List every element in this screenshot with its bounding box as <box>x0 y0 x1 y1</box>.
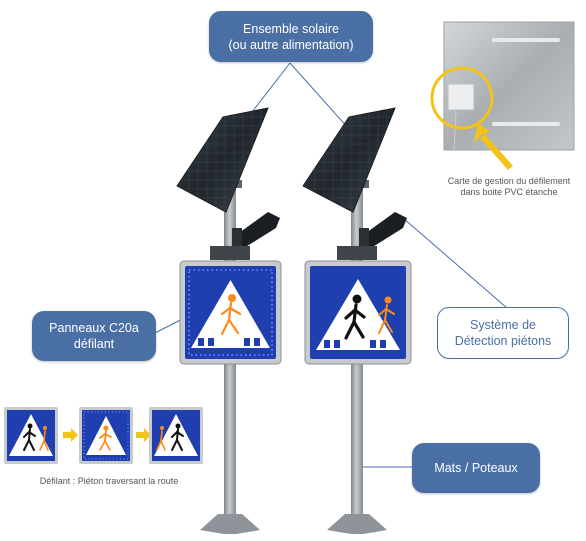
left-pole-base <box>200 514 260 534</box>
left-detector <box>232 212 280 248</box>
sequence-arrow-1 <box>63 428 78 442</box>
caption-card: Carte de gestion du défilement dans boit… <box>432 176 586 198</box>
callout-panels-line2: défilant <box>73 337 115 351</box>
card-photo-inset <box>430 21 575 170</box>
connector-detection <box>402 217 508 309</box>
callout-poles-label: Mats / Poteaux <box>434 461 518 475</box>
scroll-sequence <box>4 407 203 464</box>
highlight-arrow-icon <box>474 123 513 170</box>
callout-panels-line1: Panneaux C20a <box>49 321 139 335</box>
right-pole-base <box>327 514 387 534</box>
callout-detection-line1: Système de <box>469 318 536 332</box>
left-sign-led-border <box>188 269 273 356</box>
right-led-pedestrian-icon <box>378 296 395 334</box>
highlight-circle <box>430 66 494 130</box>
sequence-frame-2 <box>79 407 133 464</box>
left-pole-assembly <box>176 107 282 534</box>
callout-solar: Ensemble solaire (ou autre alimentation) <box>209 11 373 62</box>
right-pole-assembly <box>302 107 412 534</box>
caption-scroll: Défilant : Piéton traversant la route <box>14 476 204 487</box>
caption-card-line2: dans boite PVC étanche <box>460 187 558 197</box>
caption-scroll-text: Défilant : Piéton traversant la route <box>39 476 179 486</box>
right-black-pedestrian-icon <box>344 294 366 340</box>
sequence-frame-3 <box>149 407 203 464</box>
callout-poles: Mats / Poteaux <box>412 443 540 493</box>
left-led-pedestrian-icon <box>220 294 242 336</box>
right-battery-box <box>337 246 377 260</box>
right-sign-stripes <box>324 340 386 348</box>
left-sign-stripes <box>198 338 260 346</box>
callout-solar-line1: Ensemble solaire <box>243 21 339 36</box>
sequence-frame-1 <box>4 407 58 464</box>
sequence-arrow-2 <box>136 428 151 442</box>
callout-detection: Système de Détection piétons <box>437 307 569 359</box>
right-detector <box>359 212 407 248</box>
caption-card-line1: Carte de gestion du défilement <box>447 176 571 186</box>
callout-detection-line2: Détection piétons <box>454 334 552 348</box>
left-battery-box <box>210 246 250 260</box>
callout-solar-line2: (ou autre alimentation) <box>228 37 354 52</box>
pvc-box <box>447 83 475 111</box>
callout-panels: Panneaux C20a défilant <box>32 311 156 361</box>
